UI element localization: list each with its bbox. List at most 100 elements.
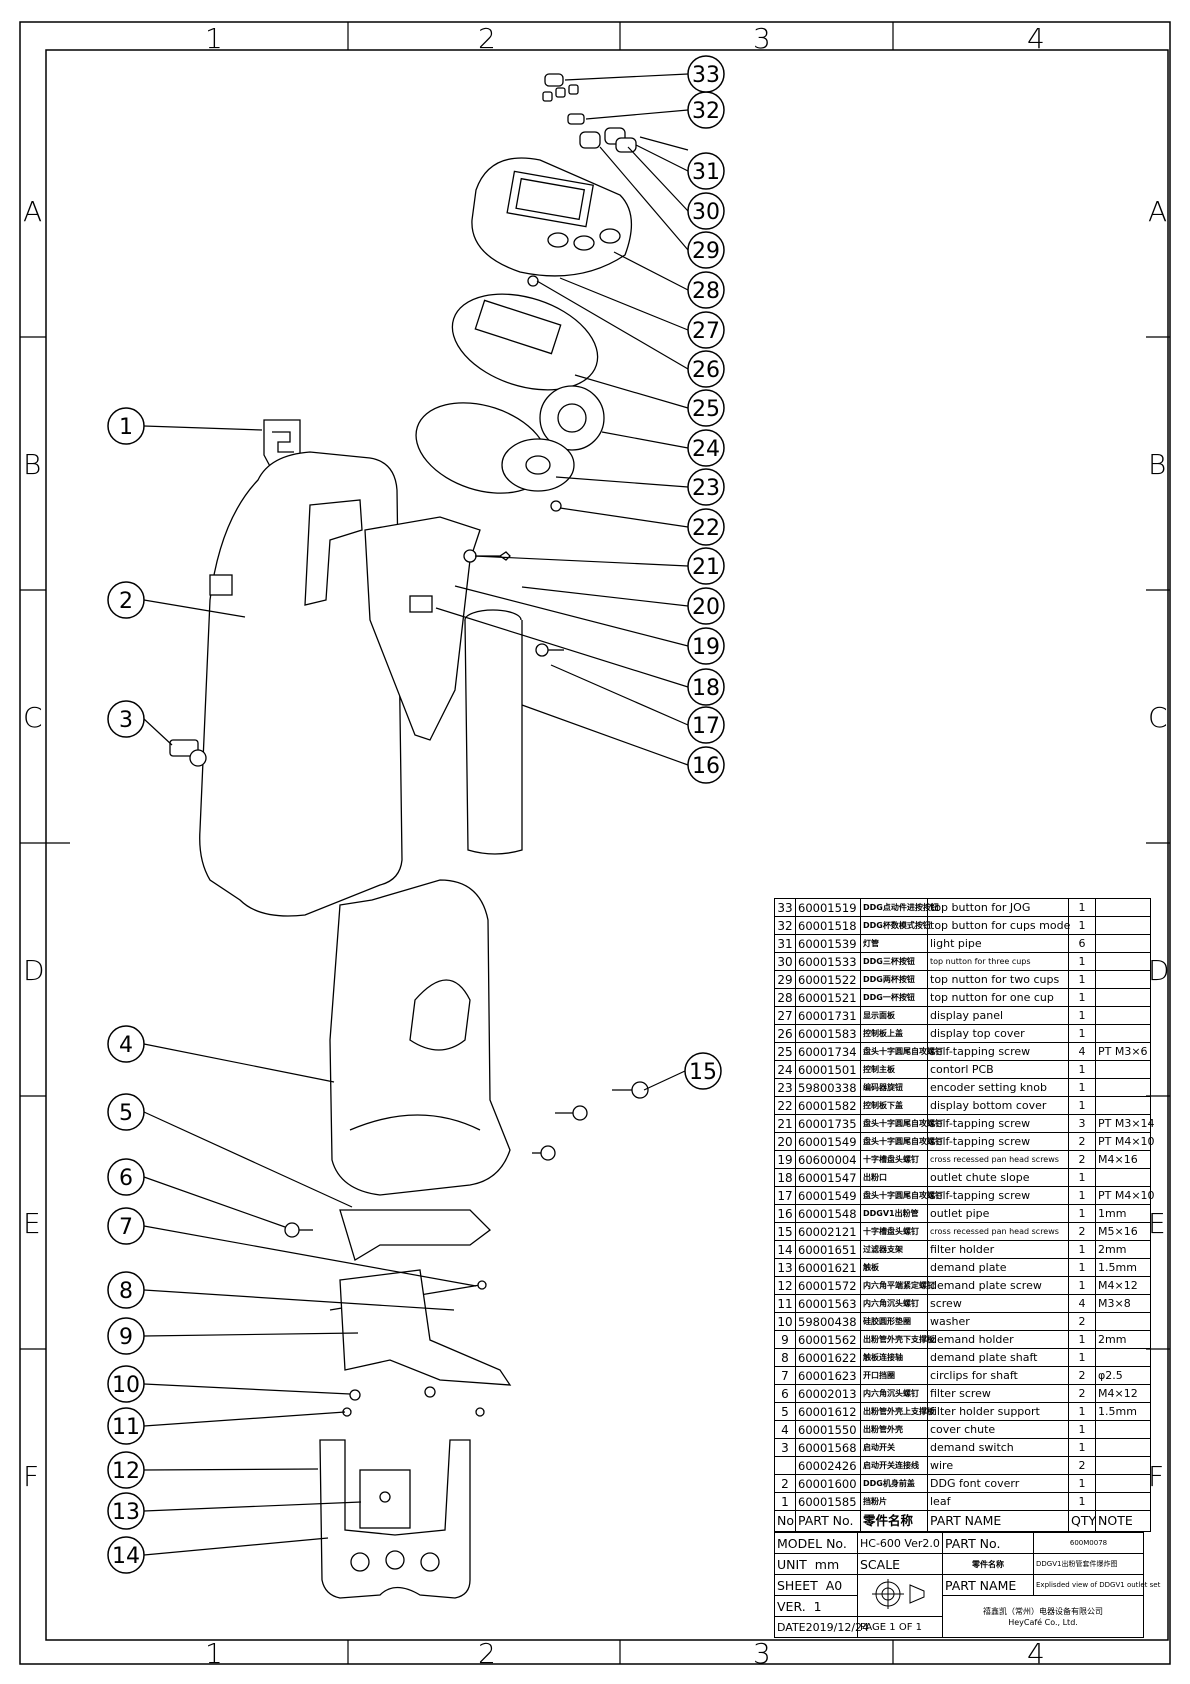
bom-cell-part-no: 60002121 [795, 1222, 861, 1241]
callout-number: 20 [692, 595, 720, 620]
bom-cell-note [1095, 1456, 1151, 1475]
bom-cell-no: 31 [774, 934, 796, 953]
bom-cell-cn: 盘头十字圆尾自攻螺钉 [860, 1114, 943, 1133]
bom-cell-no: 12 [774, 1276, 796, 1295]
zone-row-b-right: B [1148, 448, 1167, 481]
bom-cell-no: 28 [774, 988, 796, 1007]
bom-cell-no: 6 [774, 1384, 796, 1403]
callout-number: 31 [692, 160, 720, 185]
bom-cell-qty: 1 [1068, 1474, 1096, 1493]
zone-row-a-left: A [23, 195, 43, 228]
demand-switch-part [169, 739, 199, 757]
bom-cell-part-no: 60001501 [795, 1060, 861, 1079]
bom-header-note: NOTE [1095, 1510, 1151, 1532]
callout-balloon [107, 407, 145, 445]
bom-cell-cn: 触板 [860, 1258, 928, 1277]
bom-cell-part-no: 60001521 [795, 988, 861, 1007]
callout-19: 19 [687, 627, 725, 665]
callout-31: 31 [687, 152, 725, 190]
bom-cell-name: circlips for shaft [927, 1366, 1069, 1385]
partname-value: Explisded view of DDGV1 outlet set [1033, 1574, 1160, 1596]
callout-number: 21 [692, 555, 720, 580]
company-en: HeyCafé Co., Ltd. [1008, 1617, 1078, 1627]
callout-28: 28 [687, 271, 725, 309]
bom-cell-note [1095, 1096, 1151, 1115]
model-value: HC-600 Ver2.0 [857, 1532, 943, 1554]
bom-cell-part-no: 60001539 [795, 934, 861, 953]
callout-balloon [687, 468, 725, 506]
bom-cell-note [1095, 1078, 1151, 1097]
bom-header-name: PART NAME [927, 1510, 1069, 1532]
bom-cell-qty: 1 [1068, 1204, 1096, 1223]
bom-cell-cn: DDG杯数模式按钮 [860, 916, 931, 935]
bom-cell-part-no: 60001734 [795, 1042, 861, 1061]
bom-cell-no: 7 [774, 1366, 796, 1385]
bom-cell-note [1095, 934, 1151, 953]
bom-cell-no: 29 [774, 970, 796, 989]
bom-cell-cn: 盘头十字圆尾自攻螺钉 [860, 1186, 943, 1205]
bom-cell-cn: DDGV1出粉管 [860, 1204, 928, 1223]
callout-23: 23 [687, 468, 725, 506]
callout-number: 11 [112, 1415, 140, 1440]
bom-cell-no: 26 [774, 1024, 796, 1043]
callout-10: 10 [107, 1365, 145, 1403]
bom-cell-no: 2 [774, 1474, 796, 1493]
bom-cell-note: 1mm [1095, 1204, 1151, 1223]
callout-30: 30 [687, 192, 725, 230]
bom-cell-part-no: 60001735 [795, 1114, 861, 1133]
bom-cell-no: 23 [774, 1078, 796, 1097]
callout-balloon [107, 700, 145, 738]
bom-cell-no: 17 [774, 1186, 796, 1205]
bom-cell-note: PT M4×10 [1095, 1132, 1155, 1151]
zone-row-b-left: B [23, 448, 42, 481]
sheet-value: A0 [825, 1577, 843, 1593]
bom-cell-part-no: 60001612 [795, 1402, 861, 1421]
callout-balloon [687, 668, 725, 706]
bom-cell-qty: 1 [1068, 1330, 1096, 1349]
bom-cell-name: self-tapping screw [927, 1114, 1069, 1133]
callout-number: 28 [692, 279, 720, 304]
bom-cell-note: PT M3×14 [1095, 1114, 1155, 1133]
bom-cell-part-no: 59800438 [795, 1312, 861, 1331]
zone-row-d-left: D [23, 954, 45, 987]
callout-number: 8 [119, 1279, 133, 1304]
bom-cell-note [1095, 1168, 1151, 1187]
bom-cell-part-no: 60001582 [795, 1096, 861, 1115]
bom-cell-note: M4×12 [1095, 1384, 1151, 1403]
callout-number: 32 [692, 99, 720, 124]
bom-cell-part-no: 60001583 [795, 1024, 861, 1043]
bom-cell-qty: 2 [1068, 1150, 1096, 1169]
callout-number: 33 [692, 63, 720, 88]
bom-cell-cn: 出粉口 [860, 1168, 928, 1187]
callout-27: 27 [687, 311, 725, 349]
zone-column-4-bottom: 4 [1027, 1637, 1045, 1670]
bom-cell-no: 13 [774, 1258, 796, 1277]
bom-cell-note [1095, 1348, 1151, 1367]
callout-number: 30 [692, 200, 720, 225]
bom-cell-qty: 1 [1068, 916, 1096, 935]
bom-cell-part-no: 60002426 [795, 1456, 861, 1475]
bom-cell-name: outlet pipe [927, 1204, 1069, 1223]
callout-number: 15 [689, 1060, 717, 1085]
bom-cell-name: screw [927, 1294, 1069, 1313]
bom-cell-no: 22 [774, 1096, 796, 1115]
bom-header-no: No [774, 1510, 796, 1532]
callout-balloon [107, 1536, 145, 1574]
bom-cell-note: PT M3×6 [1095, 1042, 1151, 1061]
callout-20: 20 [687, 587, 725, 625]
unit-label: UNIT [777, 1556, 807, 1572]
bom-cell-no: 11 [774, 1294, 796, 1313]
